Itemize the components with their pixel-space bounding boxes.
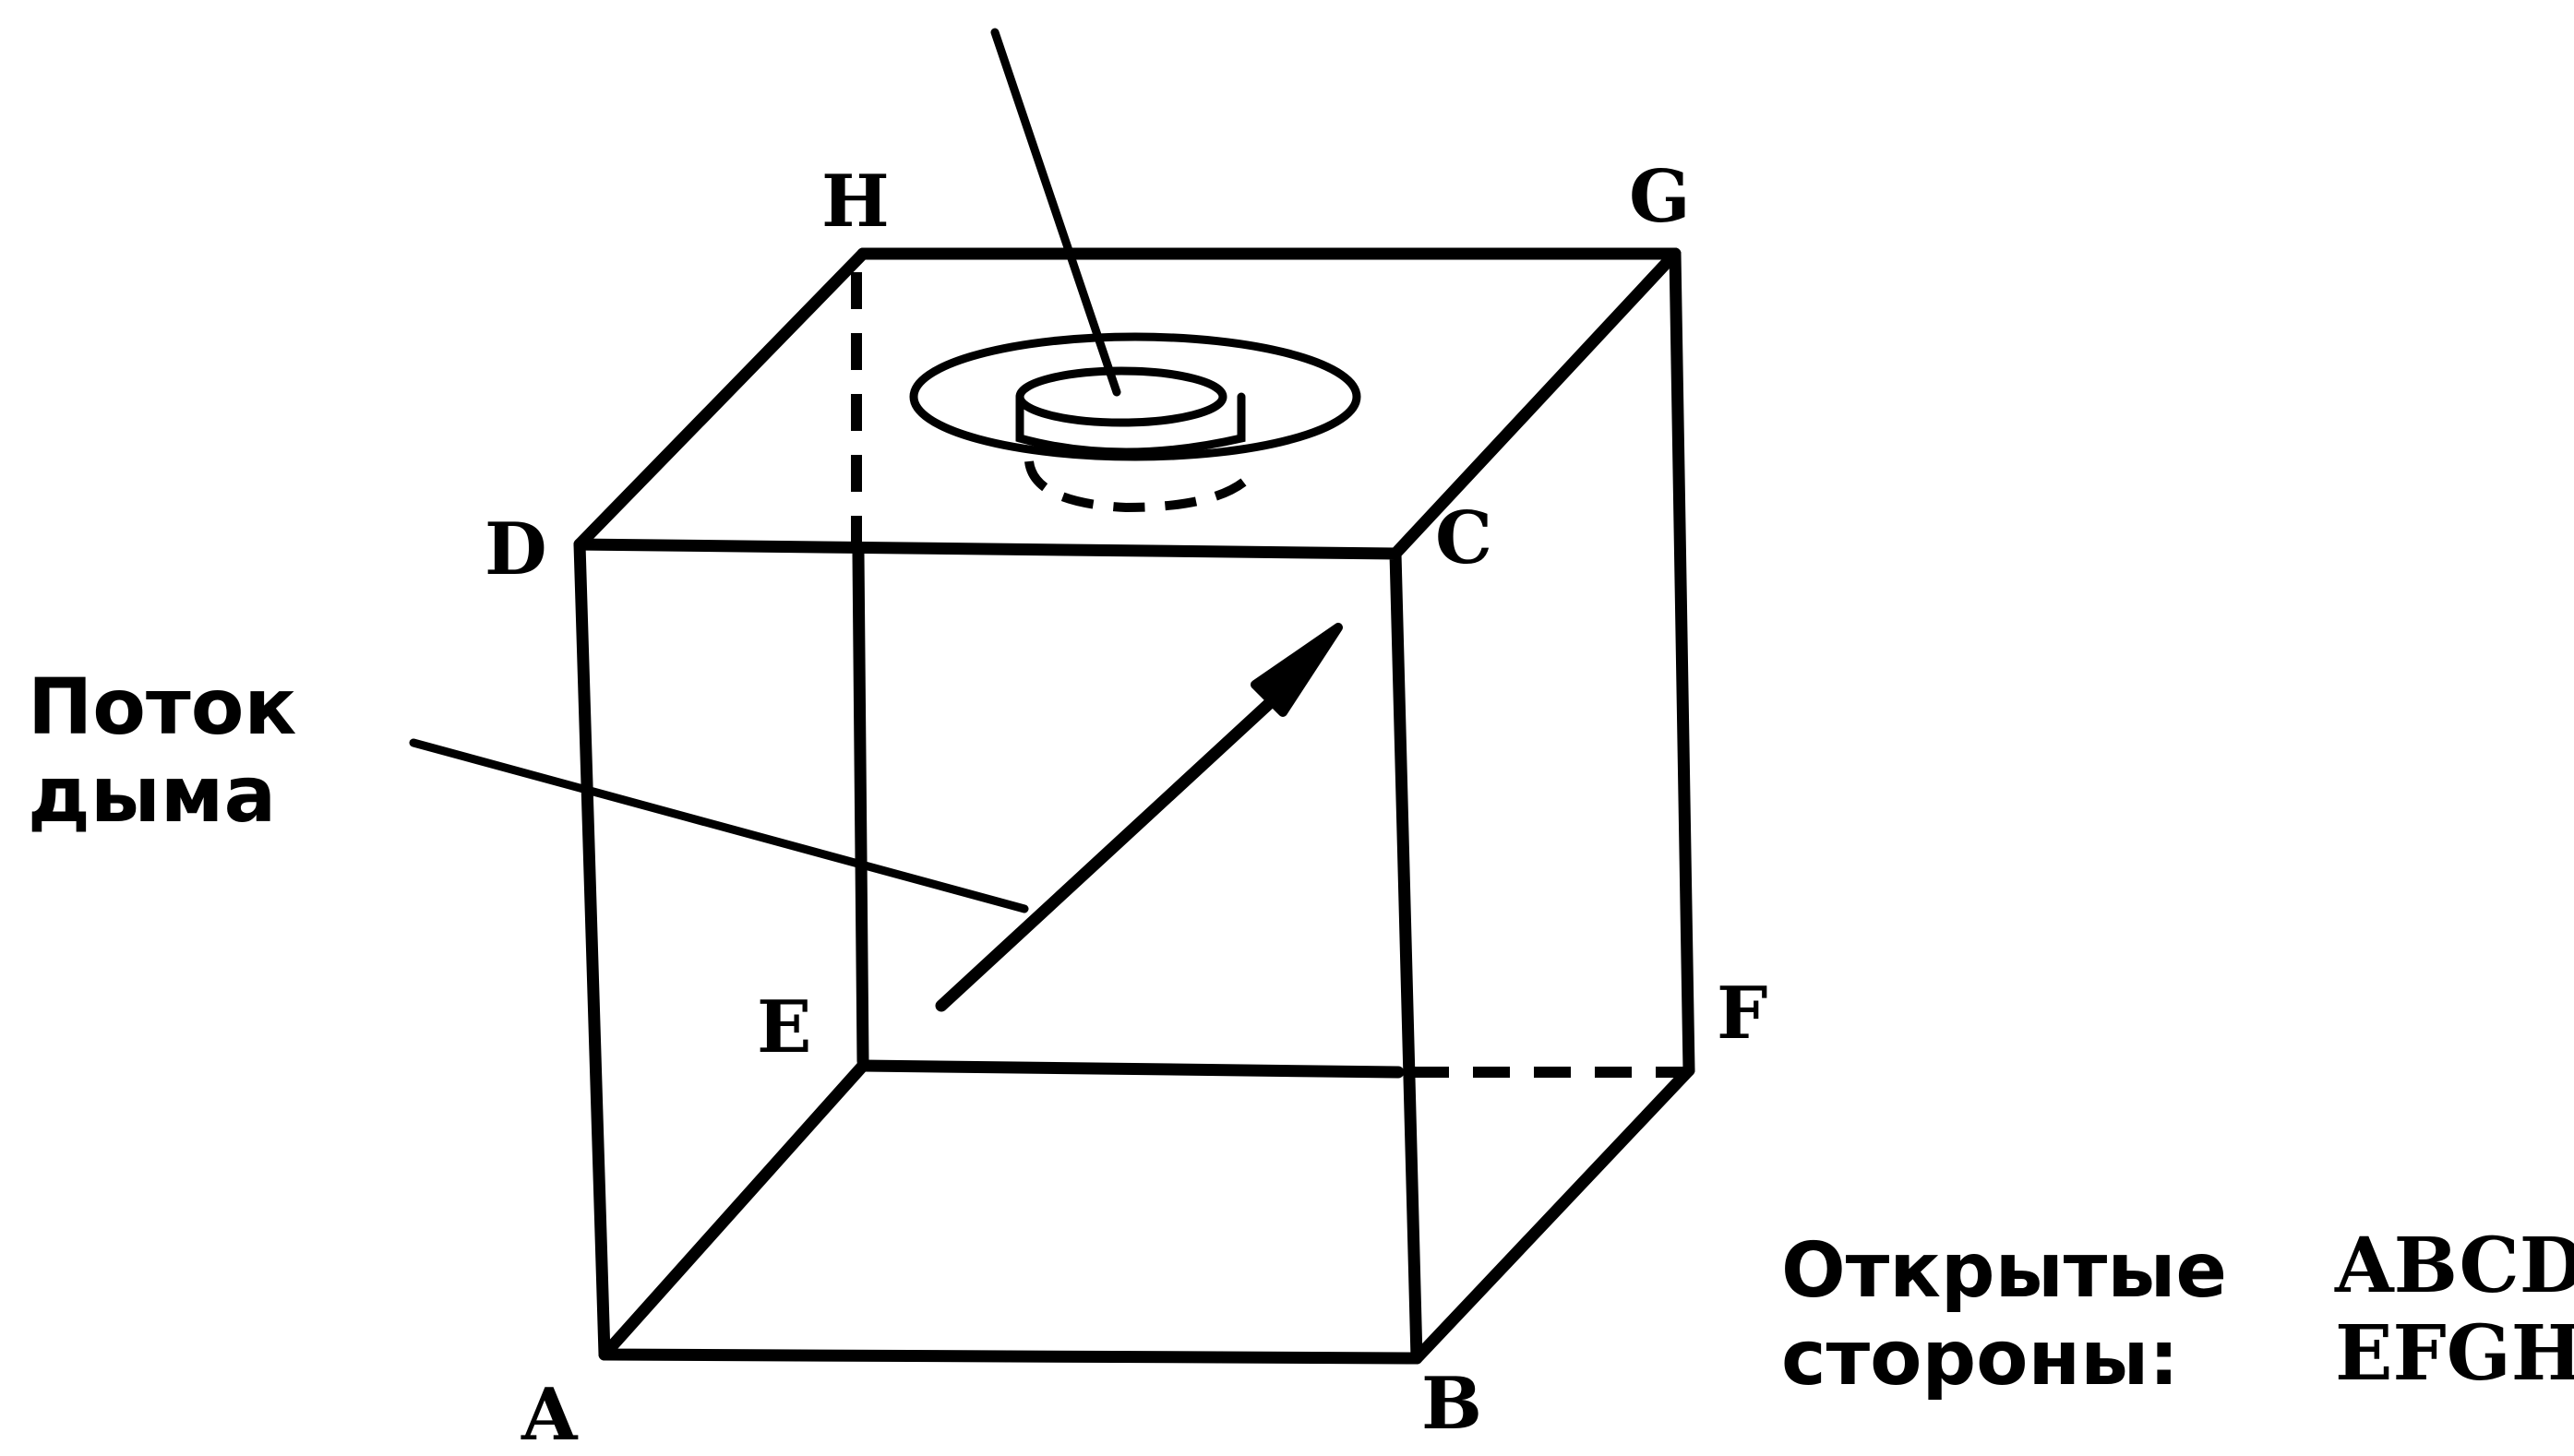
smoke-flow-label-line1: Поток xyxy=(28,662,296,752)
legend-value-line2: EFGH xyxy=(2335,1309,2574,1398)
smoke-source-icon xyxy=(909,332,1361,513)
heater-base-dashed xyxy=(1024,460,1259,513)
edge-gf xyxy=(1669,247,1695,1077)
legend-label-line1: Открытые xyxy=(1781,1227,2227,1315)
vertex-label-h: H xyxy=(821,160,890,244)
legend-value-line1: ABCD xyxy=(2334,1222,2574,1310)
legend-label-line2: стороны: xyxy=(1781,1315,2179,1402)
edge-dh xyxy=(573,247,869,551)
edge-ef-visible xyxy=(856,1059,1405,1079)
top-leader-line xyxy=(990,28,1121,397)
vertex-label-d: D xyxy=(485,507,547,591)
edge-he-visible xyxy=(852,547,869,1068)
edge-cg xyxy=(1389,247,1682,560)
edge-ae xyxy=(598,1059,869,1361)
vertex-label-g: G xyxy=(1629,155,1691,239)
vertex-label-c: C xyxy=(1435,496,1492,580)
vertex-label-a: A xyxy=(521,1373,579,1456)
smoke-flow-arrow-icon xyxy=(935,623,1343,1012)
vertex-label-e: E xyxy=(757,985,811,1069)
vertex-label-f: F xyxy=(1717,972,1767,1056)
edge-bf xyxy=(1410,1064,1695,1365)
vertex-label-b: B xyxy=(1421,1362,1482,1446)
smoke-label-leader-line xyxy=(409,738,1029,913)
smoke-flow-label-line2: дыма xyxy=(28,749,276,840)
